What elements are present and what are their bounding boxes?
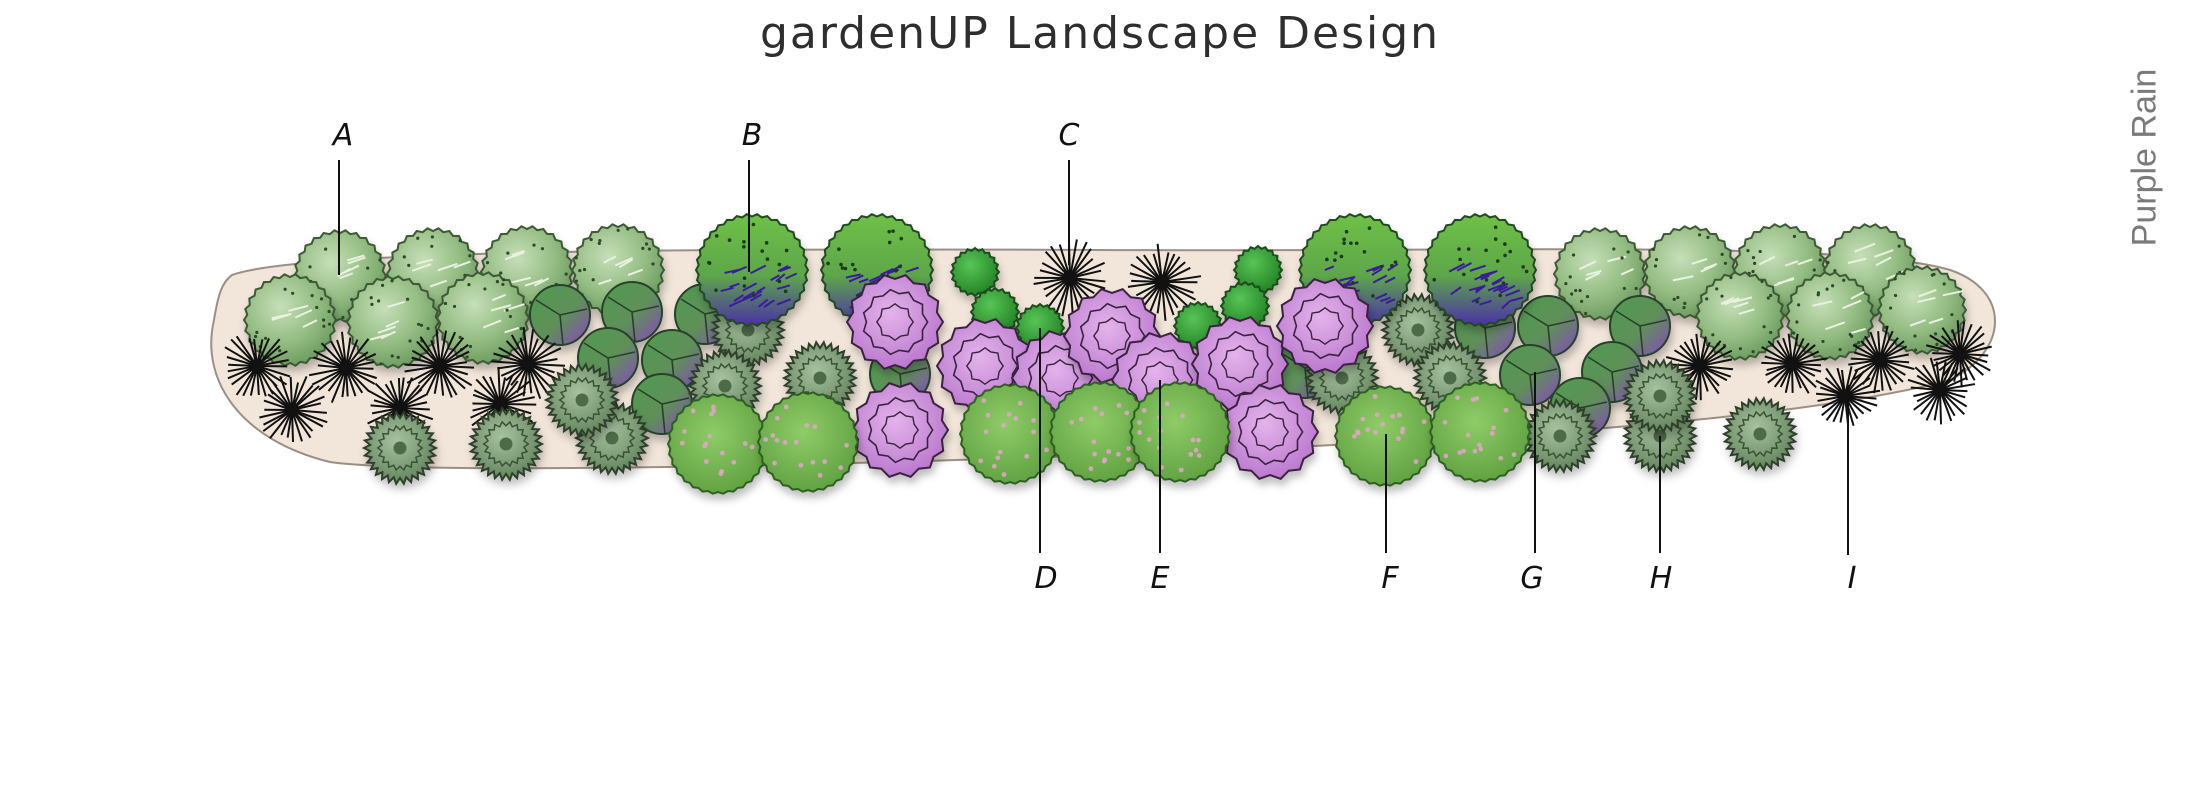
plant-label: A xyxy=(331,118,354,153)
plant-f xyxy=(756,391,860,493)
plant-label: B xyxy=(742,118,763,153)
plant-labels: A B C D E F G H I xyxy=(331,118,1857,596)
plant-label: F xyxy=(1381,561,1399,596)
plant-c xyxy=(1127,243,1202,321)
plant-f xyxy=(1428,381,1532,483)
plant-label: I xyxy=(1848,561,1857,596)
plant-a xyxy=(242,273,338,367)
plant-h xyxy=(361,409,439,487)
plant-c xyxy=(224,335,291,397)
plant-a xyxy=(1784,271,1876,361)
plant-a xyxy=(345,275,441,369)
plant-b xyxy=(694,213,810,327)
plant-f xyxy=(1048,381,1152,483)
label-leader-lines xyxy=(338,160,1849,555)
plant-h xyxy=(1521,397,1599,475)
plant-g xyxy=(529,284,591,346)
plant-h xyxy=(1721,395,1799,473)
plant-b xyxy=(1422,213,1538,327)
page-title: gardenUP Landscape Design xyxy=(759,8,1441,59)
plant-c xyxy=(1665,333,1734,401)
plant-e xyxy=(1220,384,1320,480)
plant-c xyxy=(1815,366,1881,427)
plant-h xyxy=(543,361,621,439)
plant-c xyxy=(308,331,378,403)
plant-label: D xyxy=(1034,561,1057,596)
plant-f xyxy=(666,393,770,495)
plant-c xyxy=(491,327,566,400)
plant-c xyxy=(1848,325,1915,394)
plant-h xyxy=(467,405,545,483)
plant-c xyxy=(1907,357,1976,425)
plant-c xyxy=(1925,320,1992,388)
plant-label: C xyxy=(1059,118,1080,153)
plant-label: H xyxy=(1650,561,1673,596)
plant-layer xyxy=(224,213,1992,495)
plant-a xyxy=(1694,271,1786,361)
plant-e xyxy=(845,274,945,370)
plant-g xyxy=(1499,344,1561,406)
plant-c xyxy=(1761,333,1828,394)
plant-c xyxy=(404,329,475,398)
plant-g xyxy=(1609,295,1671,357)
plant-e xyxy=(1275,278,1375,374)
plant-label: G xyxy=(1520,561,1543,596)
plant-f xyxy=(958,383,1062,485)
plant-h xyxy=(1621,357,1699,435)
plant-g xyxy=(601,281,663,343)
plant-label: E xyxy=(1151,561,1170,596)
plant-a xyxy=(1876,265,1968,355)
plant-f xyxy=(1128,381,1232,483)
plant-c xyxy=(259,375,328,443)
